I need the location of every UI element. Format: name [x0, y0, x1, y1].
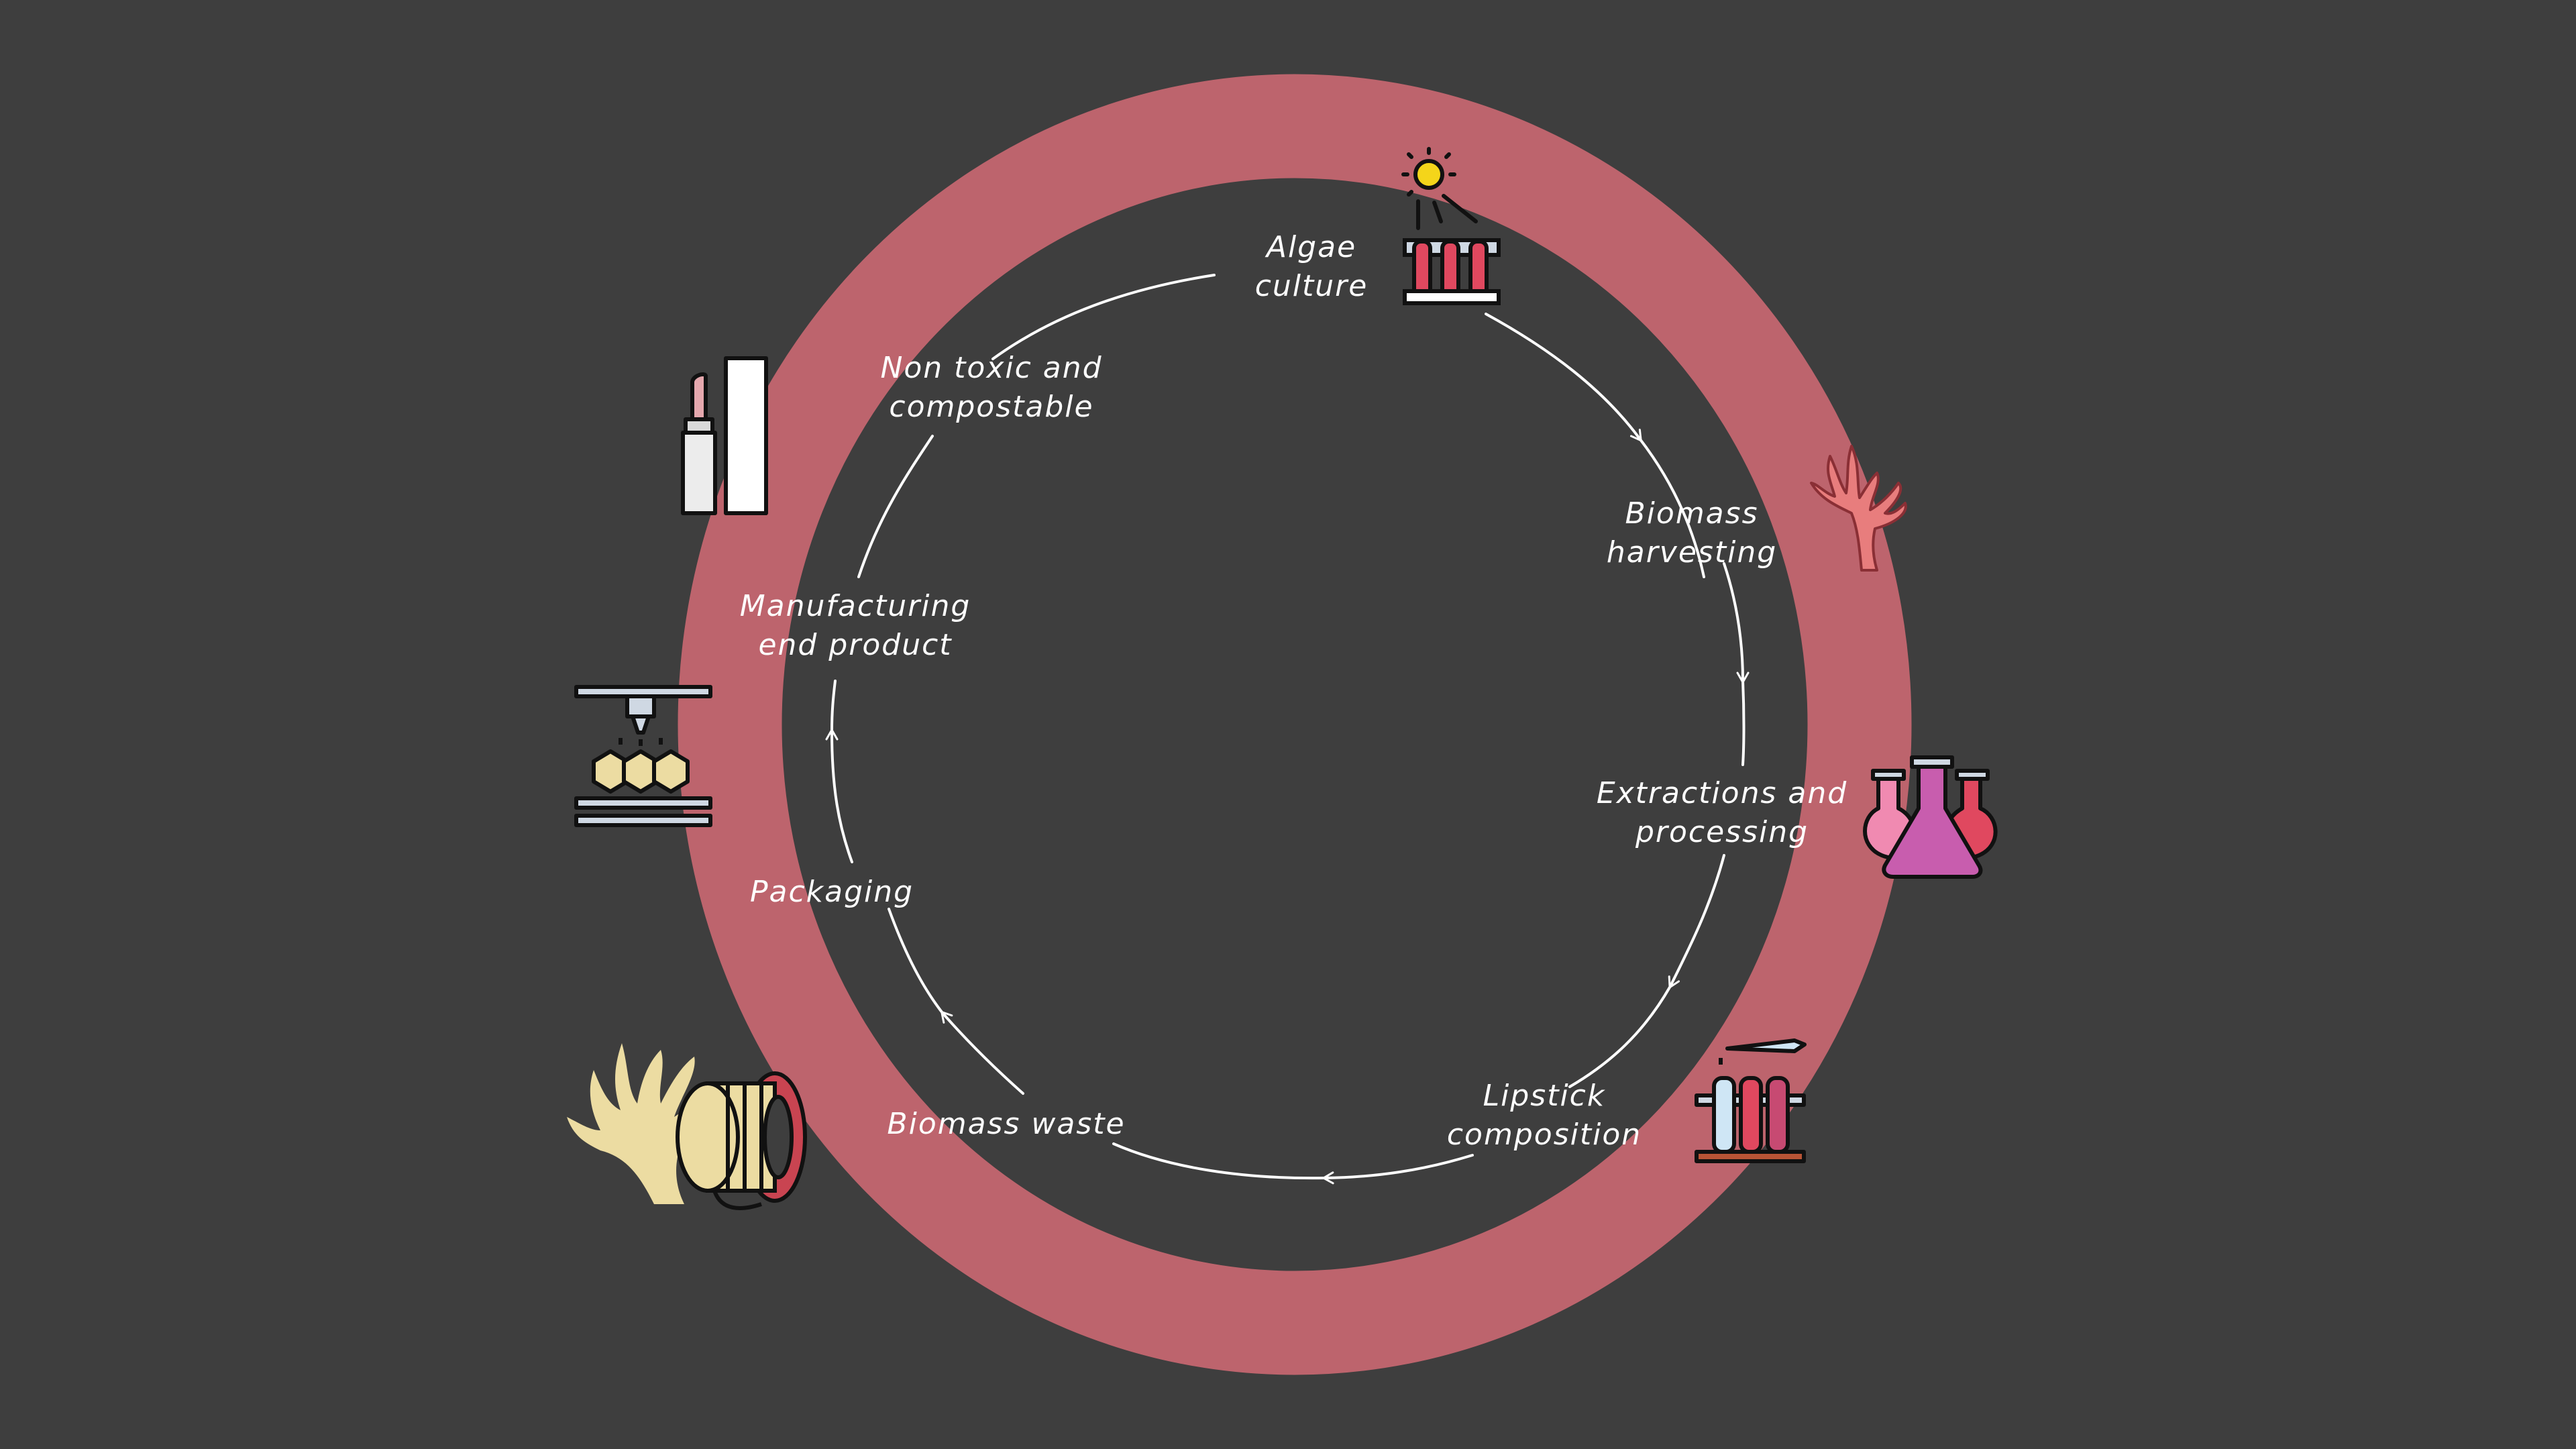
step-packaging: Packaging	[749, 875, 914, 909]
coral-icon	[1810, 445, 1907, 572]
flasks-icon	[1863, 755, 1998, 879]
arrow-culture-to-harvesting	[1485, 313, 1642, 442]
step-manufacturing-end-product: Manufacturing end product	[739, 589, 971, 662]
cycle-arrows	[825, 274, 1750, 1185]
cycle-ring	[678, 74, 1912, 1375]
step-non-toxic-compostable: Non toxic and compostable	[880, 351, 1103, 424]
arrow-harvesting-to-harvesting-end	[1639, 438, 1705, 578]
sun-test-tubes-icon	[1401, 147, 1501, 305]
arrow-manufacturing-to-compostable	[857, 435, 934, 578]
arrow-lipstick-tail	[1568, 985, 1672, 1088]
arrow-compostable-to-culture	[991, 274, 1216, 360]
pipette-test-tubes-icon	[1695, 1038, 1807, 1163]
arrow-packaging-to-manufacturing	[825, 729, 853, 863]
arrow-waste-to-packaging	[941, 1010, 1024, 1095]
seaweed-filament-spool-icon	[567, 1043, 807, 1210]
step-biomass-harvesting: Biomass harvesting	[1606, 496, 1778, 570]
arrow-harvesting-to-extraction	[1723, 562, 1750, 684]
arrow-packaging-tail	[888, 908, 944, 1014]
lipstick-icon	[681, 356, 768, 515]
arrow-waste-tail	[1112, 1142, 1326, 1180]
arrow-extraction-to-lipstick	[1668, 854, 1725, 989]
arrow-lipstick-to-waste	[1322, 1154, 1474, 1185]
3d-printer-icon	[574, 685, 712, 827]
arrow-manufacturing-tail	[830, 680, 837, 733]
step-extractions-processing: Extractions and processing	[1596, 776, 1848, 849]
step-lipstick-composition: Lipstick composition	[1446, 1079, 1642, 1152]
step-biomass-waste: Biomass waste	[887, 1107, 1126, 1141]
arrow-extraction-tail	[1741, 680, 1746, 766]
step-algae-culture: Algae culture	[1254, 230, 1368, 303]
